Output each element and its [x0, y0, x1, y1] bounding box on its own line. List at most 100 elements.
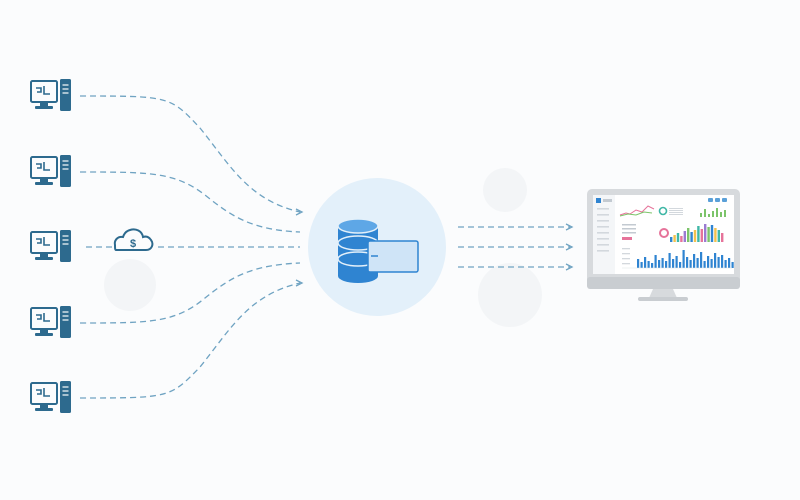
dashboard-bar [661, 258, 664, 268]
mini-bar [720, 212, 722, 217]
workstation-icon [30, 306, 71, 338]
donut-chart [658, 206, 668, 216]
outgoing-flow-lines [458, 223, 574, 271]
sidebar-item [597, 214, 609, 216]
multicolor-bar [683, 231, 686, 242]
monitor-neck [649, 289, 677, 298]
arrowhead [295, 208, 304, 216]
monitor-chin [587, 277, 740, 289]
tower-case [60, 230, 71, 262]
workstation-icon [30, 79, 71, 111]
incoming-flow-lines [79, 95, 304, 399]
mini-bar [716, 208, 718, 217]
dashboard-monitor-icon [587, 189, 740, 301]
mini-bar [704, 209, 706, 217]
dashed-flow-line [79, 262, 301, 324]
multicolor-bar [710, 225, 714, 242]
text-line [622, 228, 636, 230]
keyboard [35, 257, 53, 260]
dashboard-bar [721, 255, 724, 268]
dashboard-bar [654, 255, 657, 268]
tower-case [60, 79, 71, 111]
mini-bar [712, 211, 714, 217]
mini-bar [700, 213, 702, 217]
multicolor-bar [690, 232, 693, 242]
mini-bar [708, 214, 710, 217]
screen-glyph [36, 237, 50, 246]
dashed-flow-line [79, 282, 301, 399]
dashboard-bar [689, 260, 692, 268]
dashboard-bar [724, 260, 727, 268]
screen-glyph [36, 86, 50, 95]
monitor-stand [40, 329, 48, 333]
axis-label [622, 263, 630, 265]
cloud-dollar-icon: $ [113, 228, 154, 251]
workstation-icon [30, 230, 71, 262]
database-hub [308, 178, 446, 316]
arrowhead [565, 243, 574, 251]
dashboard-bar [700, 252, 703, 268]
monitor-base [638, 297, 688, 301]
dashed-flow-line [79, 95, 301, 213]
dashboard-bar [658, 260, 661, 268]
multicolor-bar [680, 236, 683, 242]
kpi-badge [622, 237, 632, 240]
dashboard-bar [686, 257, 689, 268]
legend-line [669, 208, 683, 209]
database-layer-bottom [338, 269, 378, 283]
legend-line [669, 210, 683, 211]
sidebar-item [597, 238, 609, 240]
header-icon [722, 198, 727, 202]
dashboard-bar [728, 258, 731, 268]
donut-chart [659, 228, 669, 238]
text-line [622, 224, 636, 226]
workstation-icon [30, 155, 71, 187]
axis-label [622, 258, 630, 260]
keyboard [35, 182, 53, 185]
keyboard [35, 333, 53, 336]
axis-label [622, 253, 630, 255]
dashboard-bar [679, 262, 682, 268]
monitor-stand [40, 404, 48, 408]
multicolor-bar [697, 226, 700, 242]
database-layer-top [337, 218, 379, 234]
dashboard-sidebar [593, 195, 615, 274]
monitor-stand [40, 102, 48, 106]
tower-case [60, 306, 71, 338]
tower-case [60, 155, 71, 187]
sidebar-item [597, 250, 609, 252]
dashboard-bar [640, 262, 643, 268]
multicolor-bar [693, 230, 697, 242]
database-record-card [367, 240, 419, 273]
multicolor-bar [707, 227, 710, 242]
multicolor-bar [704, 224, 707, 242]
text-line [622, 232, 636, 234]
legend-line [669, 212, 683, 213]
arrowhead [295, 279, 304, 287]
mini-bar [724, 210, 726, 217]
multicolor-bar [676, 233, 680, 242]
dashboard-bar [675, 256, 678, 268]
multicolor-bar [687, 228, 690, 242]
multicolor-bar [700, 229, 703, 242]
monitor-stand [40, 253, 48, 257]
sidebar-item [597, 220, 609, 222]
screen-glyph [36, 162, 50, 171]
dashboard-bar [710, 259, 713, 268]
dashboard-bar [703, 261, 706, 268]
multicolor-bar [717, 230, 720, 242]
sidebar-item [597, 244, 609, 246]
keyboard [35, 408, 53, 411]
multicolor-bar [721, 233, 724, 242]
multicolor-bar [714, 228, 717, 242]
legend-line [669, 214, 683, 215]
dashboard-screen-content [593, 195, 734, 274]
cloud-dollar-glyph: $ [130, 238, 136, 250]
multicolor-bar [670, 237, 673, 242]
sparkline [619, 205, 655, 216]
axis-label [622, 248, 630, 250]
dashboard-bar [672, 259, 675, 268]
header-icon [708, 198, 713, 202]
sidebar-item [597, 232, 609, 234]
background-circle [483, 168, 527, 212]
